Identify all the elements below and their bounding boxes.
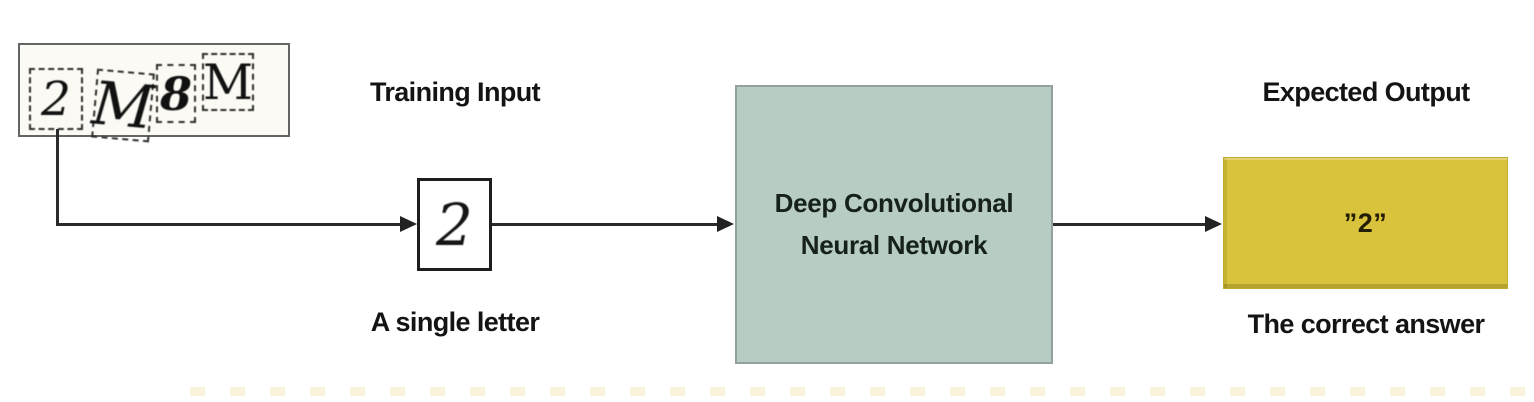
expected-output-node: ”2” [1223, 157, 1508, 289]
captcha-char-2: M [89, 67, 157, 144]
arrowhead-to-output-icon [1205, 216, 1222, 232]
captcha-char-box-4: M [202, 53, 254, 111]
expected-output-value: ”2” [1343, 207, 1388, 238]
bottom-artifact-dots [190, 387, 1534, 396]
arrowhead-to-single-letter-icon [400, 216, 417, 232]
captcha-char-box-3: 8 [156, 64, 196, 123]
single-letter-value: 2 [436, 190, 473, 259]
captcha-char-box-2: M [89, 67, 157, 144]
dcnn-label-line2: Neural Network [800, 229, 988, 260]
single-letter-caption: A single letter [370, 307, 540, 337]
single-letter-box: 2 [417, 178, 492, 271]
arrow-line-to-output [1053, 223, 1207, 226]
expected-output-label: Expected Output [1262, 77, 1470, 107]
dcnn-node: Deep Convolutional Neural Network [735, 85, 1053, 364]
training-input-label: Training Input [369, 77, 541, 107]
connector-horizontal-line [56, 223, 402, 226]
captcha-char-box-1: 2 [29, 68, 83, 130]
captcha-char-4: M [202, 53, 254, 111]
captcha-image-box [18, 43, 290, 137]
captcha-char-1: 2 [41, 71, 71, 127]
arrow-line-to-dcnn [492, 223, 720, 226]
dcnn-label-line1: Deep Convolutional [774, 187, 1014, 218]
arrowhead-to-dcnn-icon [717, 216, 734, 232]
captcha-char-3: 8 [159, 66, 192, 121]
correct-answer-caption: The correct answer [1247, 309, 1485, 339]
connector-vertical-line [56, 129, 59, 225]
